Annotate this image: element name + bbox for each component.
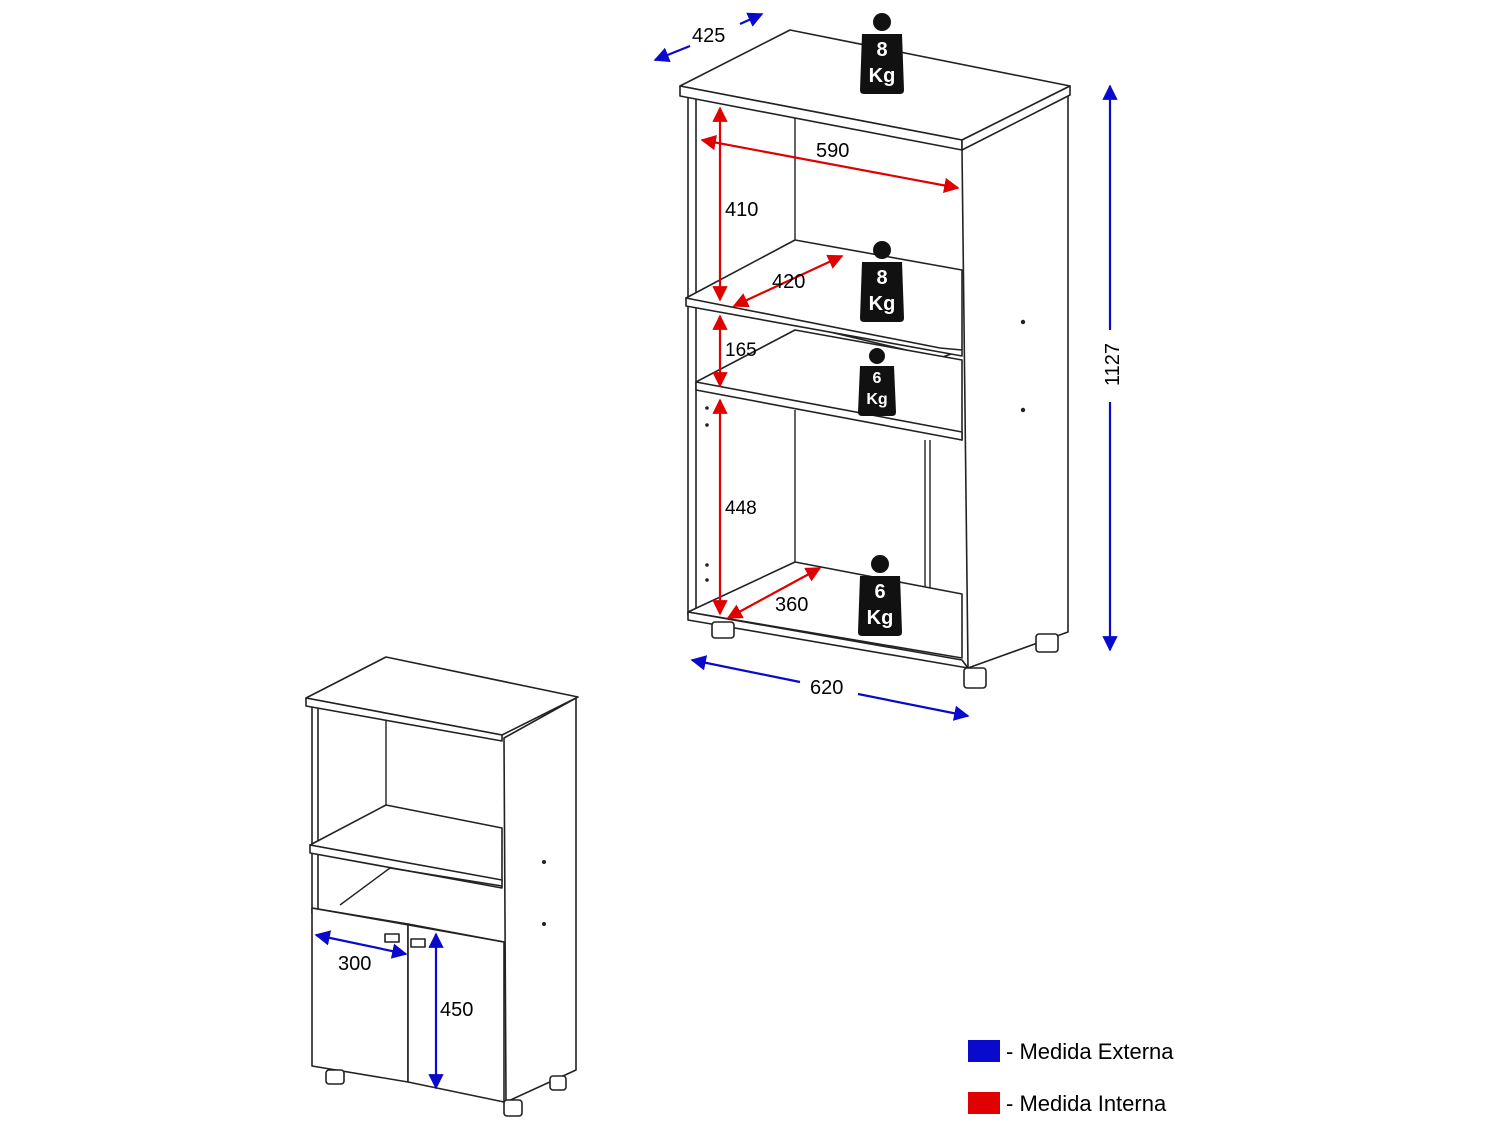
cabinet-side-panel [961, 85, 1069, 669]
svg-text:8: 8 [876, 267, 887, 289]
dim-top-width-label: 590 [816, 140, 849, 162]
cabinet-left-post [687, 94, 697, 616]
dim-bottom-height-label: 448 [725, 498, 757, 519]
small-cabinet-side [503, 697, 577, 1103]
dim-shelf-depth-label: 420 [772, 271, 805, 293]
internal-dimension-lines [700, 106, 960, 619]
dim-height-label: 1127 [1102, 343, 1124, 386]
legend-external-label: - Medida Externa [1006, 1039, 1174, 1064]
dim-top-height-label: 410 [725, 199, 758, 221]
external-dimension-lines [314, 12, 1118, 1090]
svg-text:6: 6 [873, 370, 882, 387]
dim-door-height-label: 450 [440, 999, 473, 1021]
svg-text:8: 8 [876, 39, 887, 61]
weight-icon: 6 Kg [858, 555, 902, 636]
legend-external-swatch [968, 1040, 1000, 1062]
svg-text:Kg: Kg [866, 391, 887, 408]
dim-depth-label: 425 [692, 25, 725, 47]
dim-width-label: 620 [810, 677, 843, 699]
weight-icon: 8 Kg [860, 13, 904, 94]
svg-text:Kg: Kg [867, 607, 894, 629]
legend-internal-label: - Medida Interna [1006, 1091, 1167, 1116]
legend-internal-swatch [968, 1092, 1000, 1114]
svg-text:Kg: Kg [869, 293, 896, 315]
cabinet-closed-view [305, 656, 579, 1117]
svg-text:Kg: Kg [869, 65, 896, 87]
weight-icon: 8 Kg [860, 241, 904, 322]
dim-bottom-depth-label: 360 [775, 594, 808, 616]
legend: - Medida Externa - Medida Interna [968, 1039, 1174, 1116]
dim-middle-height-label: 165 [725, 340, 757, 361]
weight-icon: 6 Kg [858, 348, 896, 416]
svg-text:6: 6 [874, 581, 885, 603]
dim-door-width-label: 300 [338, 953, 371, 975]
